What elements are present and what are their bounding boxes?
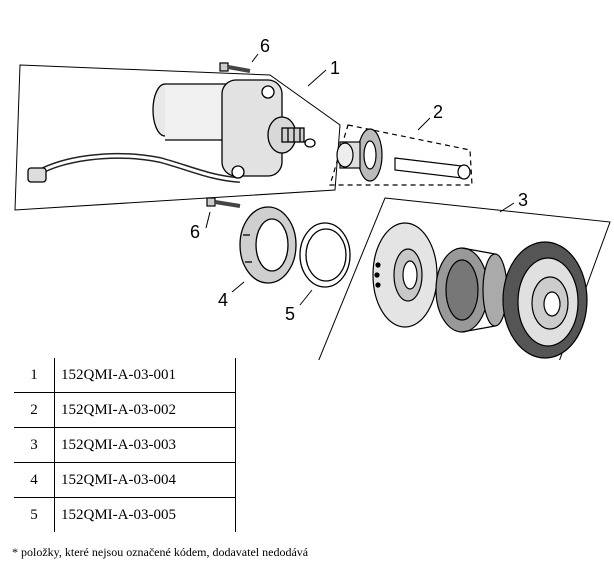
table-row: 1 152QMI-A-03-001 (14, 358, 236, 393)
part-number: 5 (14, 497, 55, 532)
clutch-group-frame (318, 197, 611, 360)
callout-4: 4 (218, 290, 228, 310)
exploded-parts-diagram: 1 2 3 4 5 6 6 (14, 36, 611, 360)
table-row: 3 152QMI-A-03-003 (14, 427, 236, 463)
callout-2: 2 (433, 102, 443, 122)
part-number: 2 (14, 392, 55, 428)
part-code: 152QMI-A-03-004 (54, 462, 236, 498)
table-row: 2 152QMI-A-03-002 (14, 392, 236, 428)
part-number: 3 (14, 427, 55, 463)
table-row: 4 152QMI-A-03-004 (14, 462, 236, 498)
part-code: 152QMI-A-03-003 (54, 427, 236, 463)
bolt-top (219, 62, 251, 73)
callout-6-top: 6 (260, 36, 270, 56)
leader-lines (205, 53, 515, 306)
callout-5: 5 (285, 304, 295, 324)
gear-shaft-group (329, 124, 473, 186)
part-code: 152QMI-A-03-001 (54, 358, 236, 393)
starter-motor-group (14, 64, 341, 211)
parts-table: 1 152QMI-A-03-001 2 152QMI-A-03-002 3 15… (14, 358, 236, 532)
table-row: 5 152QMI-A-03-005 (14, 497, 236, 532)
footnote: * položky, které nejsou označené kódem, … (12, 545, 309, 559)
parts-table-body: 1 152QMI-A-03-001 2 152QMI-A-03-002 3 15… (14, 358, 236, 532)
callout-6-bottom: 6 (190, 222, 200, 242)
part-number: 1 (14, 358, 55, 393)
o-ring-seal (299, 222, 351, 288)
callout-3: 3 (518, 190, 528, 210)
gear-group-frame (329, 124, 473, 186)
part-number: 4 (14, 462, 55, 498)
cable-terminal (27, 167, 47, 183)
callout-1: 1 (330, 58, 340, 78)
bolt-bottom (206, 197, 241, 208)
gear-shaft (394, 157, 463, 179)
starter-clutch-group (318, 197, 611, 360)
part-code: 152QMI-A-03-005 (54, 497, 236, 532)
part-code: 152QMI-A-03-002 (54, 392, 236, 428)
ring-nut (239, 206, 297, 284)
